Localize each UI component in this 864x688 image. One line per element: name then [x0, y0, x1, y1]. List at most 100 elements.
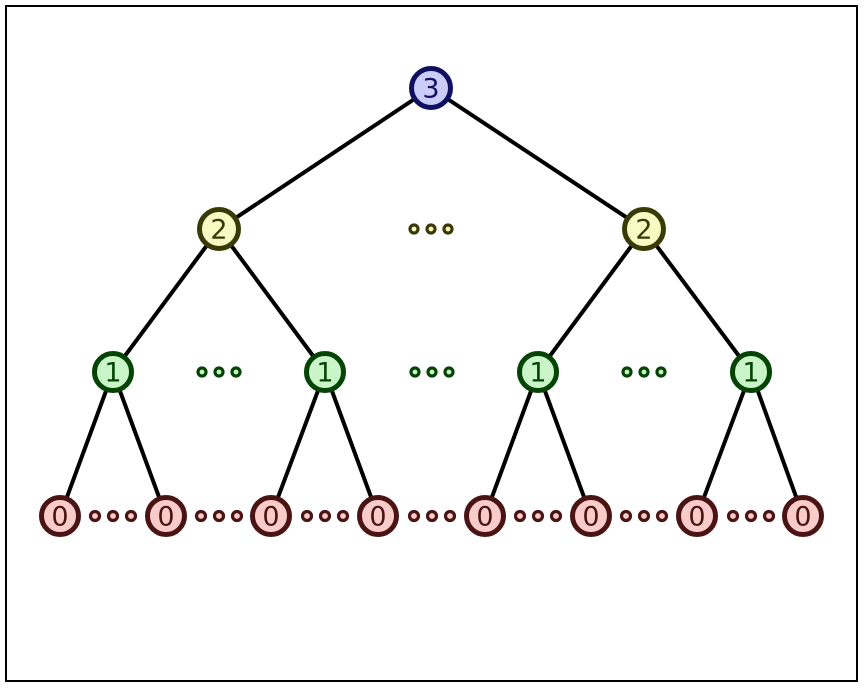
tree-edge	[483, 371, 540, 517]
tree-node-1[interactable]: 1	[730, 351, 772, 393]
ellipsis-dots	[621, 366, 667, 378]
tree-edge	[269, 371, 327, 517]
tree-node-0[interactable]: 0	[464, 495, 506, 537]
tree-edge	[642, 227, 753, 374]
ellipsis-dot	[230, 509, 244, 523]
node-label: 0	[51, 502, 68, 533]
ellipsis-dot	[442, 223, 454, 235]
ellipsis-dot	[638, 366, 650, 378]
tree-edge	[111, 371, 168, 517]
ellipsis-dot	[621, 366, 633, 378]
node-circle	[304, 351, 346, 393]
node-circle	[145, 495, 187, 537]
ellipsis-dot	[443, 509, 457, 523]
ellipsis-dot	[637, 509, 651, 523]
tree-node-0[interactable]: 0	[250, 495, 292, 537]
ellipsis-dot	[619, 509, 633, 523]
ellipsis-dots	[407, 509, 457, 523]
ellipsis-dot	[212, 509, 226, 523]
node-label: 1	[529, 358, 546, 389]
tree-edge	[58, 371, 115, 517]
ellipsis-dot	[744, 509, 758, 523]
tree-node-0[interactable]: 0	[570, 495, 612, 537]
tree-node-1[interactable]: 1	[304, 351, 346, 393]
node-circle	[357, 495, 399, 537]
node-circle	[676, 495, 718, 537]
tree-node-0[interactable]: 0	[782, 495, 824, 537]
ellipsis-dot	[409, 366, 421, 378]
ellipsis-dot	[513, 509, 527, 523]
tree-node-1[interactable]: 1	[92, 351, 134, 393]
tree-node-2[interactable]: 2	[197, 207, 241, 251]
ellipsis-dot	[531, 509, 545, 523]
ellipsis-dot	[196, 366, 208, 378]
tree-edge	[323, 371, 380, 517]
node-circle	[782, 495, 824, 537]
node-label: 2	[210, 215, 227, 246]
node-circle	[250, 495, 292, 537]
tree-node-3[interactable]: 3	[409, 66, 453, 110]
ellipsis-dots	[409, 366, 455, 378]
node-label: 0	[582, 502, 599, 533]
node-circle	[730, 351, 772, 393]
ellipsis-dots	[196, 366, 242, 378]
tree-edge	[749, 371, 805, 517]
ellipsis-dot	[762, 509, 776, 523]
ellipsis-dot	[300, 509, 314, 523]
tree-node-0[interactable]: 0	[39, 495, 81, 537]
ellipsis-dot	[318, 509, 332, 523]
ellipsis-dot	[443, 366, 455, 378]
ellipsis-dot	[106, 509, 120, 523]
ellipses-group	[88, 223, 776, 523]
tree-node-2[interactable]: 2	[622, 207, 666, 251]
ellipsis-dot	[230, 366, 242, 378]
tree-node-0[interactable]: 0	[145, 495, 187, 537]
ellipsis-dots	[88, 509, 138, 523]
node-circle	[409, 66, 453, 110]
ellipsis-dot	[407, 509, 421, 523]
node-circle	[570, 495, 612, 537]
ellipsis-dots	[726, 509, 776, 523]
ellipsis-dot	[549, 509, 563, 523]
tree-edge	[429, 86, 646, 231]
node-label: 0	[688, 502, 705, 533]
node-circle	[197, 207, 241, 251]
node-circle	[92, 351, 134, 393]
tree-edge	[217, 86, 433, 231]
tree-node-1[interactable]: 1	[517, 351, 559, 393]
node-label: 0	[369, 502, 386, 533]
node-circle	[39, 495, 81, 537]
ellipsis-dot	[655, 366, 667, 378]
node-label: 0	[794, 502, 811, 533]
ellipsis-dots	[194, 509, 244, 523]
node-label: 1	[104, 358, 121, 389]
ellipsis-dot	[408, 223, 420, 235]
ellipsis-dot	[426, 366, 438, 378]
ellipsis-dot	[88, 509, 102, 523]
ellipsis-dot	[124, 509, 138, 523]
tree-edge	[536, 371, 593, 517]
edges-group	[58, 86, 805, 517]
ellipsis-dot	[726, 509, 740, 523]
diagram-border-frame	[5, 5, 858, 682]
node-label: 3	[422, 74, 439, 105]
node-label: 2	[635, 215, 652, 246]
nodes-group: 3 2 2 1 1 1 1 0 0 0 0 0 0 0 0	[39, 66, 824, 537]
tree-node-0[interactable]: 0	[357, 495, 399, 537]
node-circle	[464, 495, 506, 537]
tree-edge	[217, 227, 327, 374]
ellipsis-dot	[336, 509, 350, 523]
tree-edge	[111, 227, 221, 374]
ellipsis-dots	[513, 509, 563, 523]
ellipsis-dot	[655, 509, 669, 523]
ellipsis-dots	[408, 223, 454, 235]
tree-edge	[695, 371, 753, 517]
ellipsis-dots	[619, 509, 669, 523]
tree-node-0[interactable]: 0	[676, 495, 718, 537]
ellipsis-dot	[213, 366, 225, 378]
node-label: 1	[316, 358, 333, 389]
node-label: 0	[476, 502, 493, 533]
ellipsis-dots	[300, 509, 350, 523]
